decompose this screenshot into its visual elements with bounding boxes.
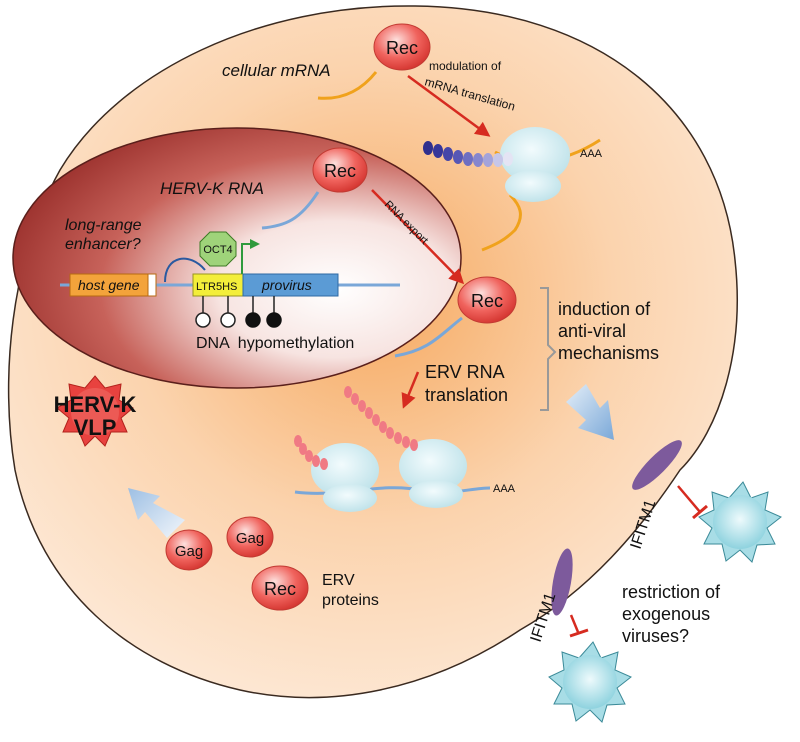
modulation-label-line1: modulation of (429, 59, 502, 73)
erv-rna-translation-line1: ERV RNA (425, 362, 505, 382)
restriction-label-line1: restriction of (622, 582, 721, 602)
restriction-label-line3: viruses? (622, 626, 689, 646)
gag-label-2: Gag (236, 530, 264, 547)
hervk-vlp: HERV-K VLP (54, 375, 137, 447)
long-range-label-line2: enhancer? (65, 236, 141, 253)
virus-lower (548, 641, 632, 723)
induction-label-line1: induction of (558, 299, 651, 319)
rec-label-cytoplasm: Rec (471, 291, 503, 311)
rec-protein-nucleus (312, 147, 368, 193)
dna-hypomethylation-label: DNA hypomethylation (196, 335, 354, 352)
long-range-label-line1: long-range (65, 217, 142, 234)
restriction-label-line2: exogenous (622, 604, 710, 624)
peptide-chain-right (344, 386, 418, 451)
erv-proteins-line2: proteins (322, 592, 379, 609)
induction-bracket (540, 287, 557, 411)
gag-protein-1 (165, 529, 213, 571)
rna-export-arrow (371, 189, 465, 285)
peptide-chain-top (423, 141, 513, 167)
methylation-marks (195, 296, 282, 328)
assembly-arrow (128, 488, 185, 538)
enhancer-loop (164, 257, 206, 283)
host-gene-end (147, 273, 157, 297)
ribosome-left-small (323, 484, 377, 512)
virus-upper (698, 481, 782, 563)
ribosome-right-large (399, 439, 467, 493)
provirus-box (242, 273, 339, 297)
vlp-label-line2: VLP (74, 415, 117, 440)
rec-protein-bottom (251, 565, 309, 611)
oct4-label: OCT4 (203, 244, 232, 256)
top-ribosome-group: AAA (423, 127, 603, 252)
induction-label-line3: mechanisms (558, 343, 659, 363)
polya-label-bottom: AAA (493, 483, 516, 495)
oct4-octagon (199, 231, 237, 267)
modulation-arrow (407, 74, 491, 137)
translation-ribosomes: AAA (294, 386, 516, 512)
inhibition-bar-lower (569, 628, 589, 638)
erv-proteins-line1: ERV (322, 572, 355, 589)
ltr5hs-label: LTR5HS (196, 281, 237, 293)
provirus-label: provirus (261, 277, 312, 293)
hervk-rna-label: HERV-K RNA (160, 179, 264, 198)
cellular-mrna-strand (317, 71, 378, 100)
rec-label-bottom: Rec (264, 579, 296, 599)
inhibition-line-upper (677, 485, 701, 513)
host-gene-label: host gene (78, 277, 140, 293)
vlp-label-line1: HERV-K (54, 392, 137, 417)
translation-arrow (401, 371, 420, 409)
ribosome-top-small (505, 170, 561, 202)
ribosome-right-small (409, 480, 463, 508)
cellular-mrna-label: cellular mRNA (222, 61, 331, 80)
ifitm1-lower (551, 548, 573, 616)
ribosome-left-large (311, 443, 379, 497)
peptide-chain-left (294, 435, 328, 470)
inhibition-bar-upper (692, 504, 708, 520)
antiviral-arrow (566, 384, 614, 440)
ifitm1-upper (632, 440, 682, 490)
induction-label-line2: anti-viral (558, 321, 626, 341)
gag-label-1: Gag (175, 543, 203, 560)
erv-rna-strand (394, 316, 463, 358)
rec-protein-cytoplasm (457, 276, 517, 324)
rec-protein-top (373, 23, 431, 71)
inhibition-line-lower (569, 614, 580, 633)
rec-label-top: Rec (386, 38, 418, 58)
rec-label-nucleus: Rec (324, 161, 356, 181)
ribosome-top-large (500, 127, 570, 183)
nucleus (12, 127, 462, 389)
erv-rna-translation-line2: translation (425, 385, 508, 405)
polya-label-top: AAA (580, 148, 603, 160)
hervk-rna-strand (261, 191, 320, 230)
transcription-start-arrow (241, 239, 260, 274)
gag-protein-2 (226, 516, 274, 558)
